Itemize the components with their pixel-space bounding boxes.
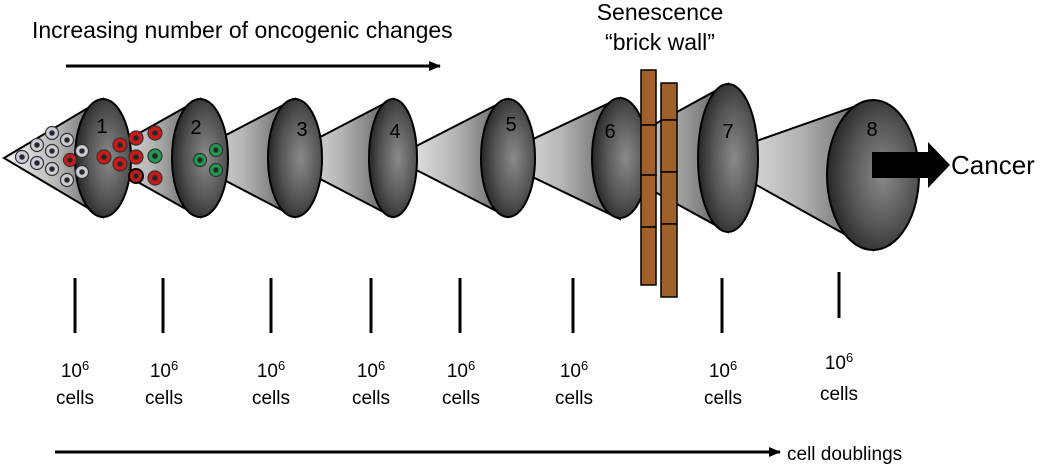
count-label-7: 106 cells [704,358,742,409]
svg-text:cells: cells [704,388,742,409]
cone-8-number: 8 [866,119,877,141]
count-label-3: 106 cells [252,358,290,409]
cone-5-number: 5 [505,114,516,136]
svg-text:106: 106 [825,350,853,374]
svg-text:106: 106 [357,358,385,382]
cell-count-labels: 106 cells 106 cells 106 cells 106 cells … [56,350,858,409]
title-text: Increasing number of oncogenic changes [32,17,453,43]
senescence-label-line2: “brick wall” [605,29,715,55]
cancer-arrow [872,142,950,188]
count-label-4: 106 cells [352,358,390,409]
svg-text:106: 106 [150,358,178,382]
count-label-2: 106 cells [145,358,183,409]
cone-3-number: 3 [296,119,307,141]
tick-marks [73,272,841,333]
svg-text:106: 106 [257,358,285,382]
cone-7-number: 7 [722,121,733,143]
svg-text:106: 106 [709,358,737,382]
cone-4-number: 4 [389,121,400,143]
svg-text:106: 106 [447,358,475,382]
cone-4: 4 [277,97,418,219]
cone-5: 5 [390,97,536,219]
cells-cone-1 [14,125,90,188]
svg-text:cells: cells [555,388,593,409]
cells-cone-2 [96,125,163,186]
brick-wall [640,69,678,298]
svg-text:cells: cells [252,388,290,409]
svg-text:cells: cells [56,388,94,409]
svg-text:cells: cells [442,388,480,409]
svg-text:106: 106 [61,358,89,382]
cone-2-number: 2 [190,117,201,139]
cancer-label: Cancer [951,150,1035,180]
cone-1-number: 1 [96,116,107,138]
svg-text:cells: cells [820,384,858,405]
count-label-8: 106 cells [820,350,858,405]
cone-6-number: 6 [604,121,615,143]
senescence-label-line1: Senescence [597,0,724,25]
cones-group: 8 7 6 5 4 3 [2,82,920,252]
svg-text:cells: cells [352,388,390,409]
cell-doublings-label: cell doublings [787,444,902,465]
svg-text:106: 106 [560,358,588,382]
count-label-6: 106 cells [555,358,593,409]
count-label-1: 106 cells [56,358,94,409]
svg-text:cells: cells [145,388,183,409]
count-label-5: 106 cells [442,358,480,409]
cone-3: 3 [179,97,323,219]
cells-cone-3 [192,142,224,178]
cone-6: 6 [490,96,649,221]
